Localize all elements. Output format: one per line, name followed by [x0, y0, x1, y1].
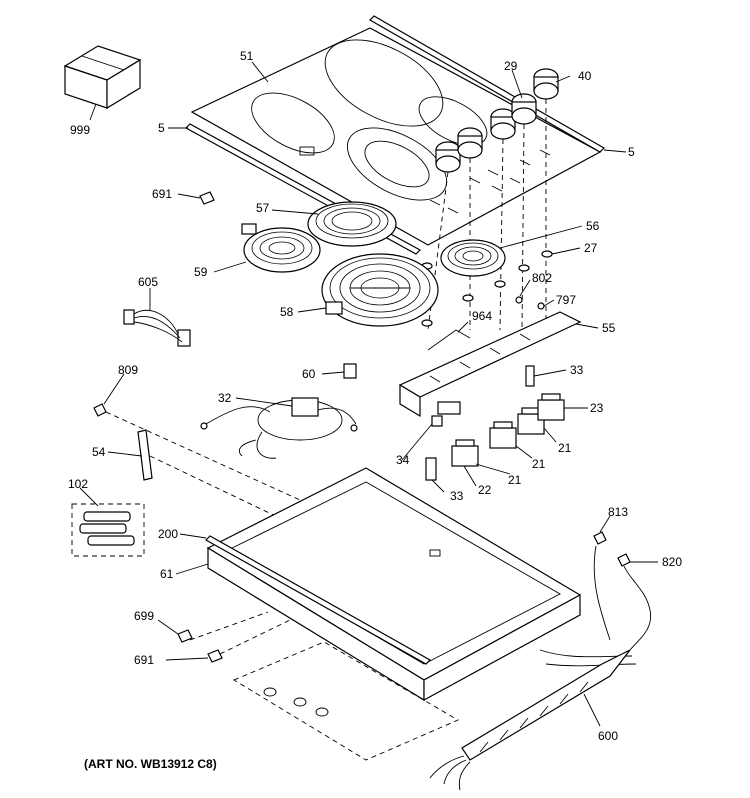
callout-605: 605 [138, 275, 158, 289]
screw [199, 191, 215, 205]
burner-element-left [241, 223, 321, 273]
callout-809: 809 [118, 363, 138, 377]
callout-labels: 999 51 29 40 5 5 691 57 56 27 59 802 797… [68, 49, 682, 743]
cooktop-pan [206, 467, 582, 702]
burner-element-right [440, 239, 506, 277]
bracket-clip [343, 363, 357, 379]
glass-cooktop [190, 27, 602, 246]
art-number: (ART NO. WB13912 C8) [84, 757, 217, 771]
alignment-lines [105, 411, 301, 655]
callout-54: 54 [92, 445, 106, 459]
callout-699: 699 [134, 609, 154, 623]
callout-691-bottom: 691 [134, 653, 154, 667]
gasket-strip [205, 535, 431, 665]
callout-964: 964 [472, 309, 492, 323]
callout-22: 22 [478, 483, 492, 497]
callout-29: 29 [504, 59, 518, 73]
callout-57: 57 [256, 201, 270, 215]
screws-right [593, 531, 631, 567]
leader-lines [79, 61, 658, 727]
literature-box [63, 45, 142, 110]
callout-802: 802 [532, 271, 552, 285]
callout-33-upper: 33 [570, 363, 584, 377]
callout-59: 59 [194, 265, 208, 279]
conduit-assembly [429, 545, 652, 791]
wire-harness [123, 309, 191, 347]
callout-61: 61 [160, 567, 174, 581]
callout-51: 51 [240, 49, 254, 63]
control-wiring-assembly [200, 397, 358, 459]
callout-40: 40 [578, 69, 592, 83]
clamp-kit [71, 503, 145, 557]
callout-33-lower: 33 [450, 489, 464, 503]
small-screws [515, 296, 545, 310]
callout-21-a: 21 [558, 441, 572, 455]
callout-102: 102 [68, 477, 88, 491]
callout-813: 813 [608, 505, 628, 519]
callout-58: 58 [280, 305, 294, 319]
callout-999: 999 [70, 123, 90, 137]
burner-element-rear [307, 201, 397, 247]
burner-element-front [321, 253, 439, 327]
callout-56: 56 [586, 219, 600, 233]
screw [93, 403, 107, 417]
callout-55: 55 [602, 321, 616, 335]
screws-bottom [177, 629, 223, 663]
callout-23: 23 [590, 401, 604, 415]
callout-5-left: 5 [158, 121, 165, 135]
callout-200: 200 [158, 527, 178, 541]
callout-34: 34 [396, 453, 410, 467]
callout-820: 820 [662, 555, 682, 569]
callout-21-c: 21 [508, 473, 522, 487]
bottom-panel [233, 641, 459, 761]
callout-21-b: 21 [532, 457, 546, 471]
mounting-bracket [137, 429, 153, 481]
callout-27: 27 [584, 241, 598, 255]
callout-60: 60 [302, 367, 316, 381]
callout-5-right: 5 [628, 145, 635, 159]
callout-600: 600 [598, 729, 618, 743]
callout-691-top: 691 [152, 187, 172, 201]
callout-797: 797 [556, 293, 576, 307]
callout-32: 32 [218, 391, 232, 405]
ground-wire [427, 329, 471, 351]
control-bracket [398, 311, 582, 418]
infinite-switches [431, 393, 565, 467]
